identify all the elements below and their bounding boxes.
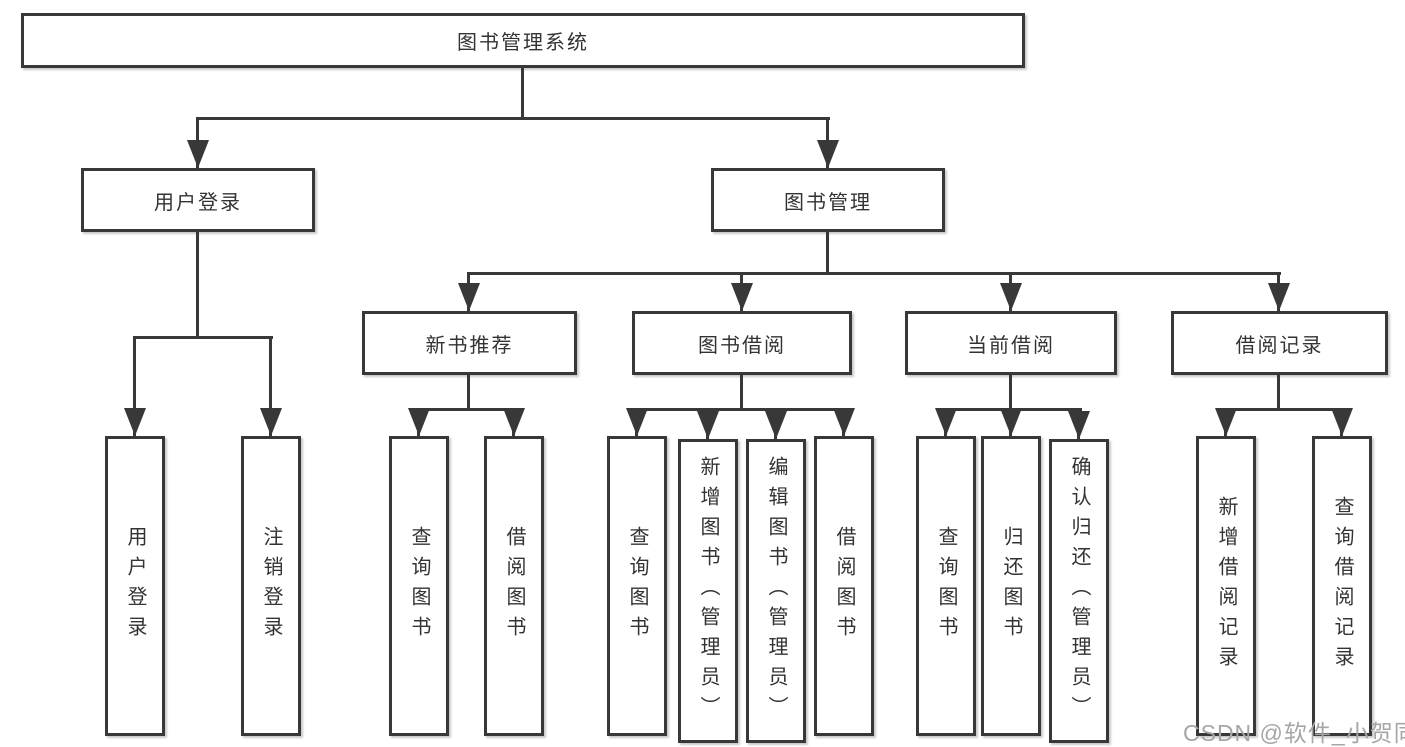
- leaf-borrow-query: 查询图书: [607, 436, 667, 736]
- node-new-books: 新书推荐: [362, 311, 577, 375]
- node-book-borrow-label: 图书借阅: [698, 334, 786, 357]
- connector-current-stub: [1009, 375, 1012, 408]
- leaf-current-return: 归还图书: [981, 436, 1041, 736]
- arrow-down-icon: [1000, 408, 1022, 436]
- arrow-down-icon: [187, 140, 209, 168]
- node-user-login: 用户登录: [81, 168, 315, 232]
- arrow-down-icon: [817, 140, 839, 168]
- leaf-newbooks-borrow: 借阅图书: [484, 436, 544, 736]
- leaf-borrow-borrow-label: 借阅图书: [833, 526, 855, 646]
- node-root-label: 图书管理系统: [457, 32, 589, 54]
- leaf-records-add: 新增借阅记录: [1196, 436, 1256, 736]
- arrow-down-icon: [1068, 411, 1090, 439]
- leaf-current-confirm-admin-label: 确认归还（管理员）: [1068, 456, 1090, 726]
- arrow-down-icon: [1000, 283, 1022, 311]
- leaf-logout-label: 注销登录: [260, 526, 282, 646]
- connector-login-drop-2: [269, 336, 272, 436]
- leaf-records-add-label: 新增借阅记录: [1215, 496, 1237, 676]
- connector-borrow-rail: [635, 408, 845, 411]
- arrow-down-icon: [697, 411, 719, 439]
- arrow-down-icon: [935, 408, 957, 436]
- arrow-down-icon: [1268, 283, 1290, 311]
- arrow-down-icon: [503, 408, 525, 436]
- node-current-borrow: 当前借阅: [905, 311, 1117, 375]
- connector-records-stub: [1277, 375, 1280, 408]
- node-borrow-records-label: 借阅记录: [1235, 334, 1324, 357]
- node-book-mgmt-label: 图书管理: [784, 191, 872, 214]
- node-book-borrow: 图书借阅: [632, 311, 852, 375]
- arrow-down-icon: [458, 283, 480, 311]
- connector-login-stub: [196, 232, 199, 336]
- leaf-user-login-label: 用户登录: [124, 526, 146, 646]
- arrow-down-icon: [260, 408, 282, 436]
- node-book-mgmt: 图书管理: [711, 168, 945, 232]
- leaf-newbooks-borrow-label: 借阅图书: [503, 526, 525, 646]
- arrow-down-icon: [765, 411, 787, 439]
- arrow-down-icon: [124, 408, 146, 436]
- leaf-borrow-edit-admin-label: 编辑图书（管理员）: [765, 456, 787, 726]
- leaf-records-query: 查询借阅记录: [1312, 436, 1372, 736]
- connector-borrow-stub: [740, 375, 743, 408]
- connector-login-rail: [133, 336, 273, 339]
- arrow-down-icon: [1215, 408, 1237, 436]
- leaf-current-return-label: 归还图书: [1000, 526, 1022, 646]
- node-new-books-label: 新书推荐: [425, 334, 514, 357]
- leaf-logout: 注销登录: [241, 436, 301, 736]
- node-borrow-records: 借阅记录: [1171, 311, 1388, 375]
- leaf-borrow-edit-admin: 编辑图书（管理员）: [746, 439, 806, 743]
- connector-newbooks-rail: [417, 408, 516, 411]
- node-user-login-label: 用户登录: [154, 191, 242, 214]
- arrow-down-icon: [833, 408, 855, 436]
- connector-records-rail: [1224, 408, 1345, 411]
- connector-mgmt-stub: [826, 232, 829, 272]
- leaf-borrow-add-admin: 新增图书（管理员）: [678, 439, 738, 743]
- leaf-current-query-label: 查询图书: [935, 526, 957, 646]
- connector-login-drop-1: [133, 336, 136, 436]
- arrow-down-icon: [408, 408, 430, 436]
- connector-root-rail: [196, 117, 830, 120]
- csdn-watermark: CSDN @软件_小贺同学: [1183, 720, 1405, 746]
- connector-root-stub: [521, 68, 524, 117]
- arrow-down-icon: [1331, 408, 1353, 436]
- node-current-borrow-label: 当前借阅: [967, 334, 1055, 357]
- connector-newbooks-stub: [467, 375, 470, 408]
- leaf-newbooks-query-label: 查询图书: [408, 526, 430, 646]
- connector-mgmt-rail: [467, 272, 1281, 275]
- leaf-borrow-add-admin-label: 新增图书（管理员）: [697, 456, 719, 726]
- leaf-user-login: 用户登录: [105, 436, 165, 736]
- leaf-records-query-label: 查询借阅记录: [1331, 496, 1353, 676]
- leaf-borrow-query-label: 查询图书: [626, 526, 648, 646]
- arrow-down-icon: [626, 408, 648, 436]
- leaf-current-query: 查询图书: [916, 436, 976, 736]
- leaf-borrow-borrow: 借阅图书: [814, 436, 874, 736]
- leaf-newbooks-query: 查询图书: [389, 436, 449, 736]
- node-root-system: 图书管理系统: [21, 13, 1025, 68]
- arrow-down-icon: [731, 283, 753, 311]
- leaf-current-confirm-admin: 确认归还（管理员）: [1049, 439, 1109, 743]
